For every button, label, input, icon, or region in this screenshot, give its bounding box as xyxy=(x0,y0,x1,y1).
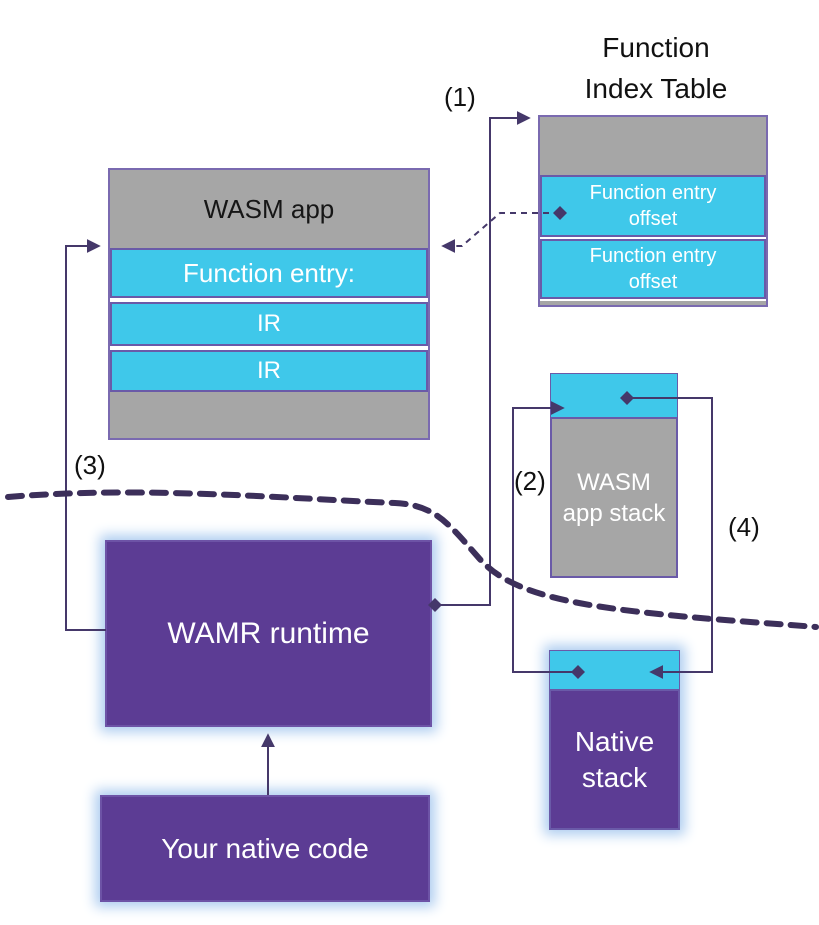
wasm-app-stack-top-band xyxy=(551,374,677,419)
your-native-code-label: Your native code xyxy=(161,832,369,864)
step-marker-1: (1) xyxy=(444,82,476,112)
wasm-app-row-ir-1: IR xyxy=(110,302,428,346)
wasm-app-box: WASM app Function entry: IR IR xyxy=(108,168,430,440)
wasm-app-stack-label: WASM app stack xyxy=(562,468,666,527)
fit-bottom-segment xyxy=(540,301,766,305)
native-stack-box: Native stack xyxy=(549,650,680,830)
your-native-code-box: Your native code xyxy=(100,795,430,902)
step-marker-3: (3) xyxy=(74,450,106,480)
function-index-table-box: Function entry offset Function entry off… xyxy=(538,115,768,307)
wasm-app-bottom-segment xyxy=(110,392,428,438)
wamr-runtime-box: WAMR runtime xyxy=(105,540,432,727)
wasm-app-header: WASM app xyxy=(110,170,428,248)
wasm-app-row-function-entry: Function entry: xyxy=(110,248,428,298)
function-index-table-title: Function Index Table xyxy=(584,32,728,104)
wasm-app-row-ir-2: IR xyxy=(110,350,428,392)
connector-3-runtime-to-wasm-app xyxy=(65,239,106,631)
connector-1-runtime-to-index-table xyxy=(435,111,531,606)
step-marker-4: (4) xyxy=(728,512,760,542)
native-stack-label: Native stack xyxy=(574,725,655,793)
native-stack-top-band xyxy=(550,651,679,691)
wamr-runtime-label: WAMR runtime xyxy=(167,616,370,650)
fit-row-offset-1: Function entry offset xyxy=(540,175,766,237)
fit-row-offset-2: Function entry offset xyxy=(540,239,766,299)
fit-top-segment xyxy=(540,117,766,175)
step-marker-2: (2) xyxy=(514,466,546,496)
wasm-app-stack-box: WASM app stack xyxy=(550,373,678,578)
